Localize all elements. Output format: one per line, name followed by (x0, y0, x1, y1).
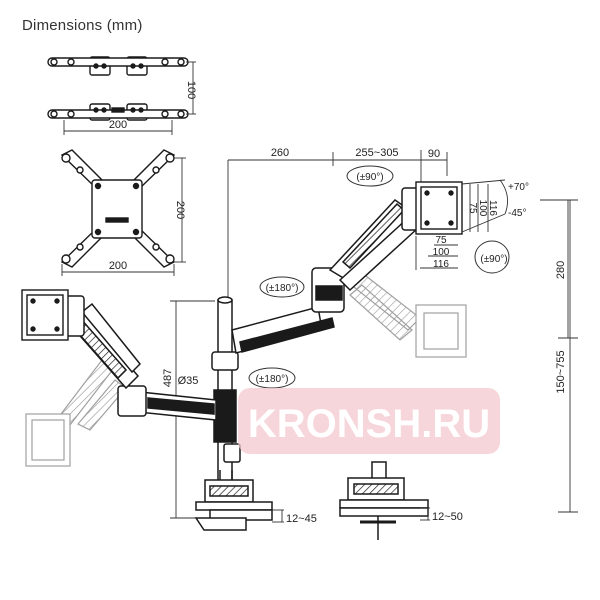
head-rotation-label: (±90°) (356, 172, 383, 183)
vesa-h-100-label: 100 (433, 247, 450, 258)
watermark: KRONSH.RU (238, 388, 500, 454)
rotation-indicators (248, 165, 510, 389)
tilt-down-label: -45° (508, 208, 526, 219)
reach-inner-label: 260 (271, 147, 289, 159)
ghost-arm-right (334, 261, 467, 358)
upper-swivel-label: (±180°) (266, 283, 299, 294)
large-plate-height-label: 200 (174, 201, 186, 219)
vesa-v-100-label: 100 (477, 200, 488, 217)
monitor-head-left (21, 289, 69, 341)
pole (211, 296, 241, 491)
small-plate-height-label: 100 (185, 81, 197, 99)
dimension-lines-large-plate (61, 157, 186, 276)
upper-arm (231, 187, 425, 354)
diagram-heading: Dimensions (mm) (22, 17, 143, 34)
watermark-text: KRONSH.RU (248, 402, 490, 446)
total-height-label: 150~755 (555, 350, 567, 393)
vesa-v-75-label: 75 (467, 202, 478, 214)
pole-diameter-label: Ø35 (178, 375, 199, 387)
small-plate-width-label: 200 (109, 119, 127, 131)
grommet-thickness-label: 12~50 (432, 511, 463, 523)
height-dimension-lines (540, 199, 578, 513)
monitor-head-right (415, 181, 463, 235)
clamp-thickness-label: 12~45 (286, 513, 317, 525)
screen-rotation-label: (±90°) (480, 254, 507, 265)
clamp-dim (272, 509, 284, 523)
vesa-v-116-label: 116 (487, 200, 498, 216)
vesa-plate-large (60, 149, 176, 268)
height-adjust-label: 280 (555, 261, 567, 279)
lower-swivel-label: (±180°) (256, 374, 289, 385)
lower-arm (63, 295, 217, 421)
tilt-up-label: +70° (508, 182, 529, 193)
tilt-lines (415, 179, 509, 270)
ghost-arm-left (25, 359, 127, 467)
pole-height-label: 487 (162, 369, 174, 387)
grommet-dim (420, 507, 430, 521)
large-plate-width-label: 200 (109, 260, 127, 272)
vesa-h-116-label: 116 (433, 259, 449, 270)
head-depth-label: 90 (428, 148, 440, 160)
desk-clamp (194, 470, 273, 531)
vesa-h-75-label: 75 (435, 235, 447, 246)
dimension-lines-small-plate (63, 61, 196, 135)
grommet-base (339, 461, 429, 540)
vesa-plate-small (47, 56, 189, 121)
reach-outer-label: 255~305 (355, 147, 398, 159)
